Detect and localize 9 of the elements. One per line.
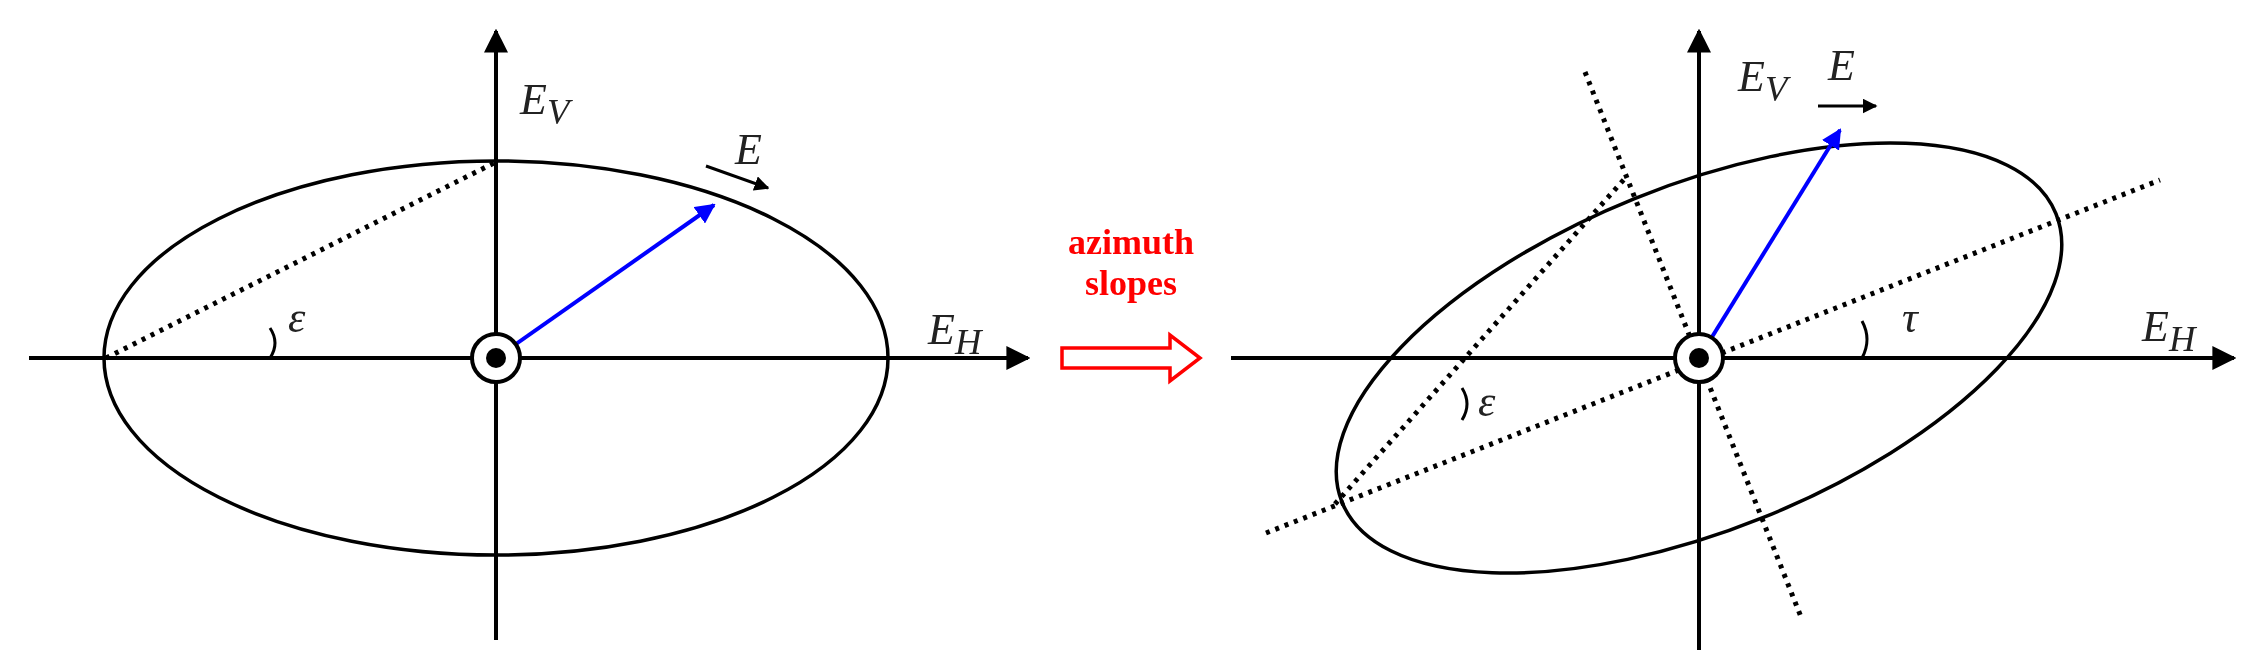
block-arrow (1060, 331, 1203, 385)
axis-label: E$_{H}$ (928, 308, 982, 361)
axis-label: E$_{H}$ (2142, 305, 2196, 358)
axis-label: E (1828, 44, 1855, 88)
axis-label: ε (1478, 380, 1496, 424)
axis-label: ε (288, 296, 306, 340)
axis-label: τ (1902, 296, 1918, 340)
edge-label: azimuth slopes (1067, 222, 1195, 305)
axis-label: E (735, 128, 762, 172)
